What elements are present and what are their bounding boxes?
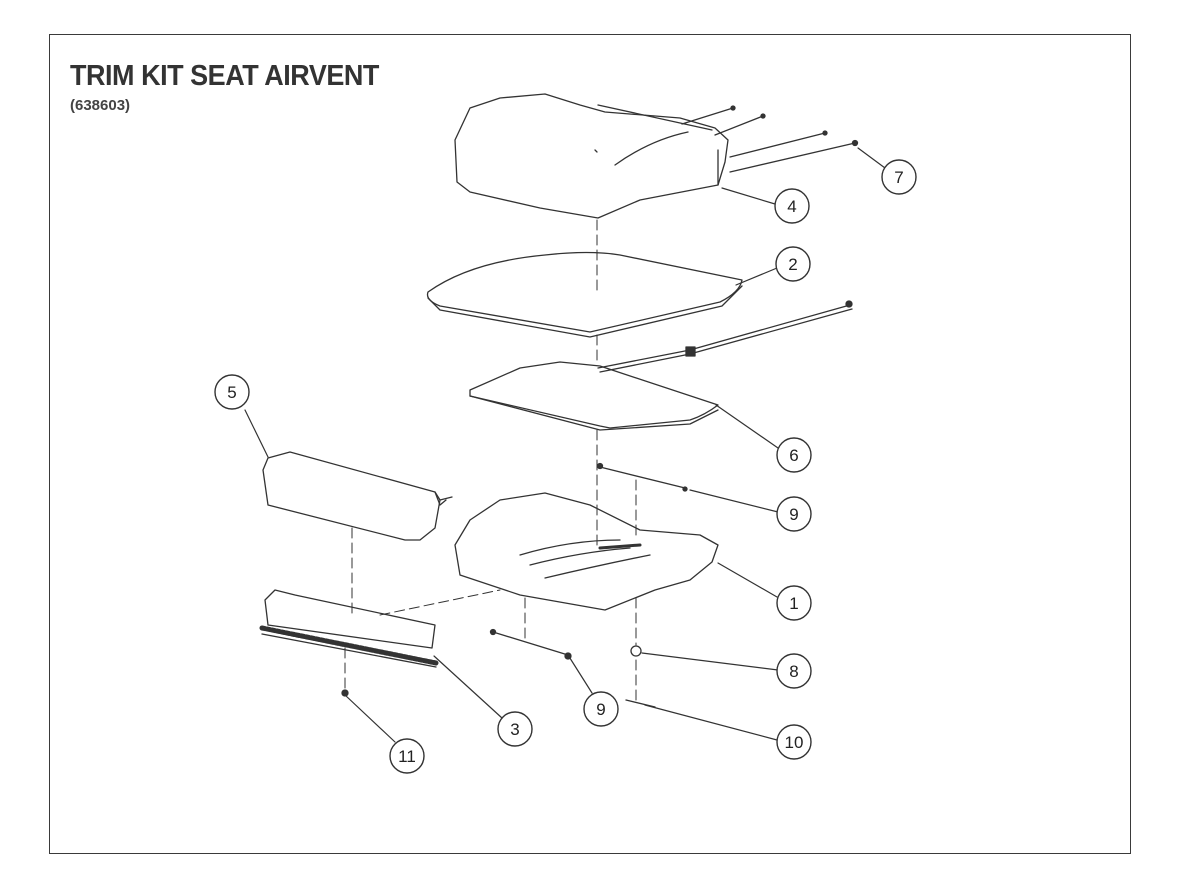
callout-label: 6 (789, 446, 798, 465)
callout-label: 11 (398, 747, 416, 766)
callout-label: 8 (789, 662, 798, 681)
seat-top-cushion (454, 93, 729, 219)
heater-mat (469, 300, 853, 431)
callout-2: 2 (775, 246, 811, 282)
callout-label: 4 (787, 197, 796, 216)
seat-base-cushion (454, 492, 719, 611)
seat-pad (426, 251, 743, 338)
callout-label: 9 (596, 700, 605, 719)
callout-label: 5 (227, 383, 236, 402)
alignment-lines (344, 219, 637, 701)
callout-10: 10 (776, 724, 812, 760)
part-number: (638603) (70, 97, 131, 114)
callout-11: 11 (389, 738, 425, 774)
seat-screws (681, 105, 859, 173)
side-trim-panel (262, 451, 453, 541)
diagram-frame (49, 34, 1131, 854)
callout-8: 8 (776, 653, 812, 689)
callout-label: 9 (789, 505, 798, 524)
callout-4: 4 (774, 188, 810, 224)
callout-label: 2 (788, 255, 797, 274)
leader-lines (244, 147, 886, 743)
callout-9-lower: 9 (583, 691, 619, 727)
callout-9-upper: 9 (776, 496, 812, 532)
hardware (341, 462, 688, 708)
diagram-title: TRIM KIT SEAT AIRVENT (70, 60, 379, 92)
callout-5: 5 (214, 374, 250, 410)
callout-7: 7 (881, 159, 917, 195)
callout-3: 3 (497, 711, 533, 747)
lower-trim-rail (259, 589, 439, 668)
callout-6: 6 (776, 437, 812, 473)
callout-label: 7 (894, 168, 903, 187)
callout-1: 1 (776, 585, 812, 621)
callout-label: 1 (789, 594, 798, 613)
callout-label: 10 (785, 733, 804, 752)
callout-label: 3 (510, 720, 519, 739)
